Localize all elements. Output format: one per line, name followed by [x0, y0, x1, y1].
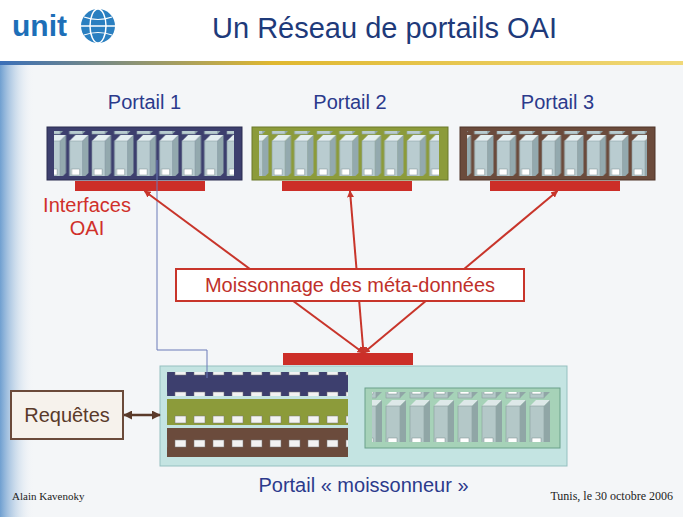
- author-note: Alain Kavenoky: [12, 490, 212, 503]
- harvest-label-box: Moissonnage des méta-données: [175, 268, 525, 302]
- logo-text: unit: [12, 9, 82, 44]
- portal-box: Portail 2: [252, 127, 448, 191]
- query-box: Requêtes: [10, 390, 124, 440]
- harvester-illustration: [160, 353, 567, 466]
- date-note: Tunis, le 30 octobre 2006: [478, 490, 673, 504]
- portal-box: Portail 1: [47, 127, 242, 191]
- portal-rack: [47, 127, 242, 191]
- left-band: [0, 64, 34, 517]
- query-arrow: [124, 414, 160, 417]
- portal-box: Portail 3: [460, 127, 655, 191]
- harvester-portal: Portail « moissonneur »: [160, 353, 567, 466]
- box-heading: Portail « moissonneur »: [160, 474, 567, 497]
- box-text: Moissonnage des méta-données: [205, 274, 495, 297]
- box-heading: Portail 2: [252, 91, 448, 114]
- box-heading: Portail 1: [47, 91, 242, 114]
- header-band: [0, 0, 683, 62]
- box-heading: Portail 3: [460, 91, 655, 114]
- box-text: Requêtes: [24, 404, 110, 427]
- interface-label: Interfaces OAI: [26, 194, 148, 240]
- portal-rack: [252, 127, 448, 191]
- slide-title: Un Réseau de portails OAI: [212, 12, 557, 45]
- header-rule: [0, 61, 683, 65]
- portal-rack: [460, 127, 655, 191]
- logo-globe: [81, 9, 115, 43]
